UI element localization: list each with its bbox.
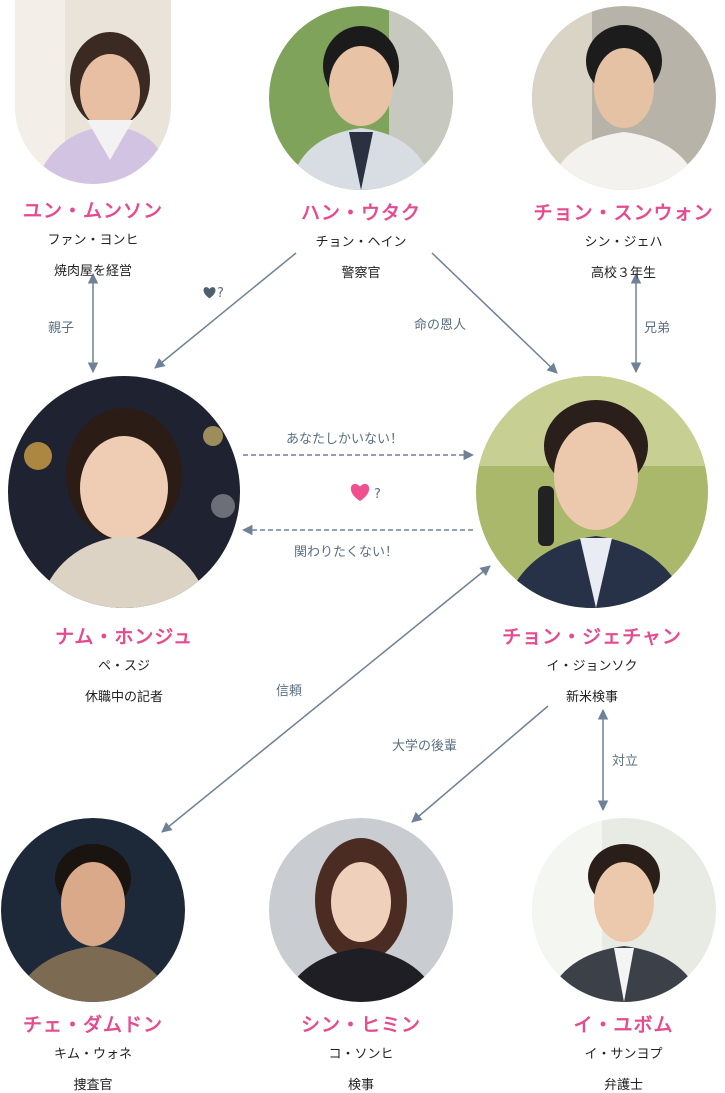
portrait-image — [15, 0, 171, 184]
line-han-nam — [154, 252, 297, 369]
character-name: ハン・ウタク — [300, 202, 421, 224]
person-jae: チョン・ジェチャン イ・ジョンソク 新米検事 — [474, 376, 710, 705]
portrait-image — [269, 818, 453, 1002]
portrait-image — [269, 6, 453, 190]
actor-name: イ・サンヨプ — [584, 1047, 663, 1062]
actor-name: コ・ソンヒ — [328, 1047, 394, 1062]
character-role: 焼肉屋を経営 — [53, 264, 132, 279]
character-name: チョン・ジェチャン — [502, 626, 682, 648]
portrait-image — [1, 818, 185, 1002]
label-savior: 命の恩人 — [414, 318, 467, 333]
label-parent: 親子 — [48, 321, 75, 336]
portrait-yun — [15, 0, 171, 184]
label-heart-han-nam: ? — [202, 286, 224, 301]
portrait-image — [531, 818, 716, 1002]
portrait-jae — [476, 376, 708, 608]
label-junior: 大学の後輩 — [392, 739, 458, 754]
label-no-involve: 関わりたくない！ — [294, 545, 399, 560]
person-choi: チェ・ダムドン キム・ウォネ 捜査官 — [0, 818, 186, 1093]
portrait-shin — [269, 818, 453, 1002]
actor-name: チョン・ヘイン — [315, 235, 407, 250]
character-name: シン・ヒミン — [300, 1014, 421, 1036]
line-jae-choi — [161, 565, 491, 833]
character-role: 新米検事 — [565, 690, 618, 705]
character-name: ナム・ホンジュ — [54, 626, 194, 648]
actor-name: シン・ジェハ — [584, 235, 663, 250]
person-han: ハン・ウタク チョン・ヘイン 警察官 — [266, 6, 456, 281]
person-lee: イ・ユボム イ・サンヨプ 弁護士 — [522, 818, 725, 1093]
label-heart-nam-jae: ? — [349, 482, 381, 502]
character-role: 警察官 — [341, 266, 381, 281]
portrait-image — [8, 376, 240, 608]
line-han-jae — [431, 252, 558, 374]
portrait-han — [269, 6, 453, 190]
heart-icon — [203, 287, 216, 299]
portrait-lee — [531, 818, 716, 1002]
line-jae-shin — [411, 705, 549, 823]
heart-icon — [350, 483, 370, 502]
person-seung: チョン・スンウォン シン・ジェハ 高校３年生 — [522, 6, 725, 281]
person-shin: シン・ヒミン コ・ソンヒ 検事 — [266, 818, 456, 1093]
actor-name: イ・ジョンソク — [546, 659, 638, 674]
label-only-you: あなたしかいない！ — [286, 432, 404, 447]
label-trust: 信頼 — [276, 684, 303, 699]
character-name: イ・ユボム — [573, 1014, 674, 1036]
character-name: ユン・ムンソン — [22, 200, 163, 222]
portrait-nam — [8, 376, 240, 608]
character-name: チェ・ダムドン — [22, 1014, 163, 1036]
actor-name: キム・ウォネ — [53, 1047, 132, 1062]
portrait-seung — [531, 6, 716, 190]
character-name: チョン・スンウォン — [533, 202, 714, 224]
label-conflict: 対立 — [612, 754, 639, 769]
label-brothers: 兄弟 — [644, 321, 671, 336]
portrait-choi — [1, 818, 185, 1002]
portrait-image — [531, 6, 716, 190]
actor-name: ファン・ヨンヒ — [47, 233, 139, 248]
character-role: 休職中の記者 — [84, 690, 163, 705]
person-yun: ユン・ムンソン ファン・ヨンヒ 焼肉屋を経営 — [0, 0, 186, 279]
portrait-image — [476, 376, 708, 608]
person-nam: ナム・ホンジュ ペ・スジ 休職中の記者 — [6, 376, 242, 705]
actor-name: ペ・スジ — [97, 659, 150, 674]
character-role: 高校３年生 — [590, 266, 656, 281]
